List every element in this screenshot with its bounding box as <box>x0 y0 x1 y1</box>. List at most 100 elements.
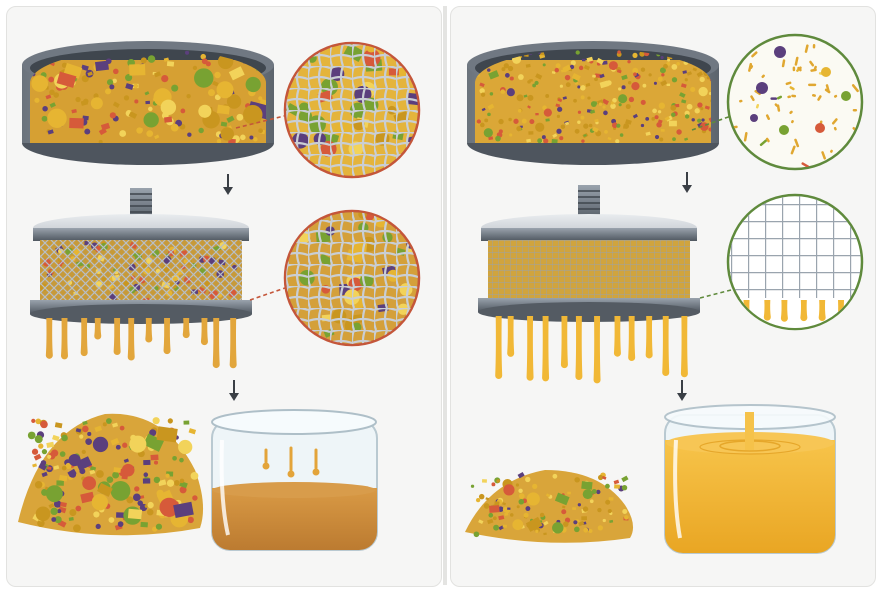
ingredient-piece <box>623 123 629 129</box>
ingredient-piece <box>599 103 602 106</box>
ingredient-piece <box>51 517 56 522</box>
ingredient-piece <box>495 136 501 142</box>
ingredient-piece <box>105 88 111 94</box>
ingredient-piece <box>217 81 234 98</box>
ingredient-piece <box>512 519 523 530</box>
ingredient-piece <box>150 454 158 460</box>
ingredient-piece <box>148 55 156 63</box>
ingredient-piece <box>73 524 81 532</box>
right-detail-callout-fine-mesh <box>728 195 862 338</box>
ingredient-piece <box>779 125 789 135</box>
ingredient-piece <box>605 500 610 505</box>
ingredient-piece <box>843 44 849 49</box>
ingredient-piece <box>112 472 119 479</box>
liquid-drip <box>800 300 807 321</box>
ingredient-piece <box>258 96 262 100</box>
liquid-drip <box>507 316 514 357</box>
ingredient-piece <box>572 507 576 510</box>
ingredient-piece <box>750 114 758 122</box>
ingredient-piece <box>120 426 125 431</box>
ingredient-piece <box>566 82 571 87</box>
ingredient-piece <box>180 109 185 114</box>
left-mixture-bowl <box>22 41 274 165</box>
ingredient-piece <box>687 104 693 110</box>
ingredient-piece <box>603 111 608 116</box>
left-filter-press <box>30 188 252 368</box>
ingredient-piece <box>171 85 178 92</box>
ingredient-piece <box>618 94 627 103</box>
ingredient-piece <box>583 489 593 499</box>
ingredient-piece <box>658 110 661 113</box>
ingredient-piece <box>503 525 507 528</box>
ingredient-piece <box>700 77 705 82</box>
ingredient-piece <box>145 101 150 104</box>
ingredient-piece <box>143 478 150 483</box>
ingredient-piece <box>134 99 138 103</box>
ingredient-piece <box>557 107 562 112</box>
ingredient-piece <box>42 106 47 111</box>
ingredient-piece <box>555 68 559 72</box>
left-detail-callout-mixture <box>285 37 425 177</box>
ingredient-piece <box>56 480 63 485</box>
ingredient-piece <box>79 435 83 439</box>
ingredient-piece <box>622 509 627 514</box>
ingredient-piece <box>143 460 150 465</box>
ingredient-piece <box>853 109 857 112</box>
ingredient-piece <box>154 477 160 483</box>
ingredient-piece <box>510 77 514 81</box>
ingredient-piece <box>577 85 580 88</box>
ingredient-piece <box>509 133 512 136</box>
ingredient-piece <box>575 129 580 134</box>
ingredient-piece <box>756 82 768 94</box>
ingredient-piece <box>92 494 108 510</box>
ingredient-piece <box>138 128 143 131</box>
ingredient-piece <box>113 69 119 75</box>
ingredient-piece <box>517 505 520 508</box>
ingredient-piece <box>534 81 538 85</box>
ingredient-piece <box>518 74 524 80</box>
ingredient-piece <box>47 466 51 469</box>
ingredient-piece <box>42 116 48 122</box>
callout-connector <box>250 287 288 300</box>
liquid-drip <box>542 316 549 381</box>
ingredient-piece <box>154 461 158 465</box>
ingredient-piece <box>85 438 92 445</box>
ingredient-piece <box>157 426 178 442</box>
ingredient-piece <box>258 128 263 133</box>
ingredient-piece <box>75 506 81 512</box>
ingredient-piece <box>609 497 614 501</box>
ingredient-piece <box>217 105 230 115</box>
ingredient-piece <box>185 51 189 55</box>
ingredient-piece <box>701 118 704 121</box>
ingredient-piece <box>543 63 546 66</box>
ingredient-piece <box>47 109 66 128</box>
ingredient-piece <box>95 61 109 72</box>
ingredient-piece <box>122 443 127 448</box>
ingredient-piece <box>107 79 113 85</box>
ingredient-piece <box>109 517 115 523</box>
ingredient-piece <box>174 480 180 486</box>
ingredient-piece <box>573 99 577 103</box>
ingredient-piece <box>654 82 657 85</box>
ingredient-piece <box>655 135 659 139</box>
ingredient-piece <box>583 506 588 511</box>
ingredient-piece <box>109 84 114 89</box>
liquid-drip <box>681 316 688 377</box>
ingredient-piece <box>479 494 484 499</box>
ingredient-piece <box>28 432 36 440</box>
ingredient-piece <box>143 472 148 477</box>
ingredient-piece <box>671 64 677 70</box>
ingredient-piece <box>84 129 90 135</box>
ingredient-piece <box>179 458 184 463</box>
ingredient-piece <box>654 115 658 119</box>
ingredient-piece <box>504 63 509 68</box>
ingredient-piece <box>164 117 172 123</box>
ingredient-piece <box>577 120 580 123</box>
ingredient-piece <box>128 509 142 520</box>
ingredient-piece <box>672 137 676 141</box>
ingredient-piece <box>116 445 121 450</box>
ingredient-piece <box>510 513 514 517</box>
ingredient-piece <box>93 437 108 452</box>
